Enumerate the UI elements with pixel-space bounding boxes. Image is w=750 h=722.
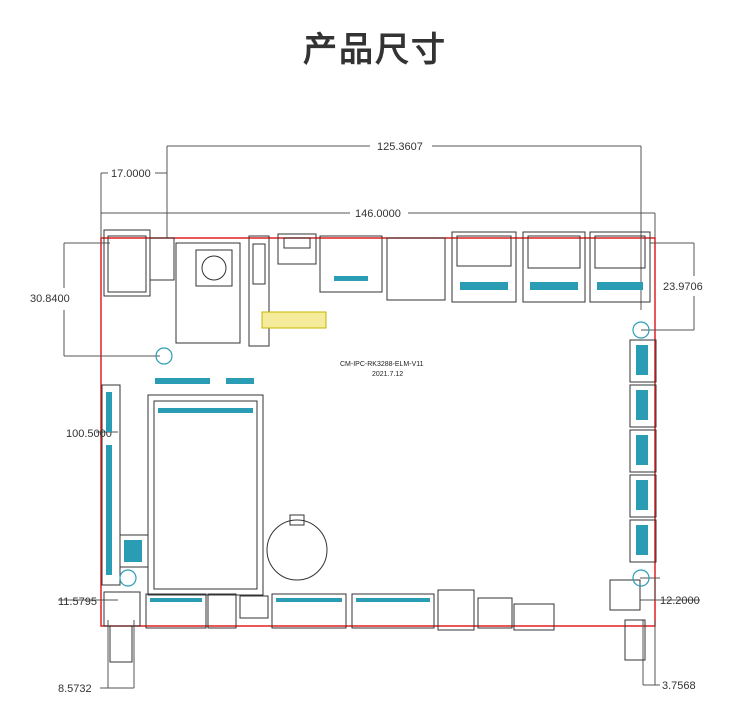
dim-total-width: 146.0000	[355, 208, 401, 220]
pad-rows	[106, 276, 648, 602]
dim-hole-span: 125.3607	[377, 141, 423, 153]
components	[101, 229, 657, 663]
dimension-lines	[58, 145, 700, 689]
dim-side-header: 100.5000	[66, 428, 112, 440]
board-date: 2021.7.12	[372, 371, 403, 378]
dim-left-height: 30.8400	[30, 293, 70, 305]
fpc-connector	[261, 311, 327, 329]
page-title: 产品尺寸	[303, 30, 447, 70]
board-model: CM-IPC-RK3288-ELM-V11	[340, 361, 424, 368]
dim-bottom-left-width: 8.5732	[58, 683, 92, 695]
dim-bottom-left-height: 11.5795	[58, 596, 97, 608]
dim-bottom-right-height: 12.2000	[660, 595, 700, 607]
mounting-holes	[119, 321, 650, 587]
dim-bottom-right-width: 3.7568	[662, 680, 696, 692]
dim-left-offset: 17.0000	[111, 168, 151, 180]
dim-right-height: 23.9706	[663, 281, 703, 293]
board-outline	[100, 237, 656, 627]
